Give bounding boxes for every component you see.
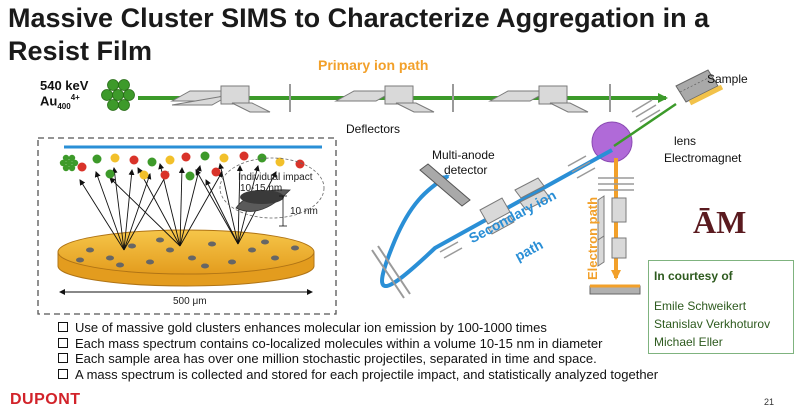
texas-am-logo-text: ĀM xyxy=(693,204,747,240)
credits-box: In courtesy of Emile Schweikert Stanisla… xyxy=(648,260,794,354)
primary-ion-path-label: Primary ion path xyxy=(318,57,429,73)
depth-label: 10 nm xyxy=(290,206,318,217)
texas-am-logo xyxy=(692,216,742,242)
bullet-item: A mass spectrum is collected and stored … xyxy=(58,367,658,383)
slide-title: Massive Cluster SIMS to Characterize Agg… xyxy=(8,3,710,66)
credits-heading: In courtesy of xyxy=(654,269,733,283)
apertures xyxy=(289,84,611,112)
credit-name: Stanislav Verkhoturov xyxy=(654,317,771,331)
bullet-text: Use of massive gold clusters enhances mo… xyxy=(75,320,547,335)
sample-to-magnet-line xyxy=(613,102,677,148)
reflectron-mirror xyxy=(371,245,411,299)
secondary-emission-rays xyxy=(79,163,277,251)
checkbox-bullet-icon xyxy=(58,353,68,363)
secondary-ion-path-arrow xyxy=(380,148,613,288)
bullet-item: Each sample area has over one million st… xyxy=(58,351,658,367)
multi-anode-label-line1: Multi-anode xyxy=(432,148,495,162)
source-species-subscript: 400 xyxy=(57,101,71,111)
source-species-superscript: 4+ xyxy=(70,93,80,102)
electromagnet-icon xyxy=(591,121,633,163)
impact-diameter-label: 10-15 nm xyxy=(240,183,283,194)
dupont-logo: DUPONT xyxy=(10,391,81,409)
credit-name: Michael Eller xyxy=(654,335,723,349)
credit-name: Emile Schweikert xyxy=(654,299,747,313)
bullet-text: A mass spectrum is collected and stored … xyxy=(75,366,659,382)
sample-label: Sample xyxy=(707,72,748,86)
source-species: Au4004+ xyxy=(40,93,80,111)
dupont-logo-text: DUPONT xyxy=(10,391,81,408)
checkbox-bullet-icon xyxy=(58,337,68,348)
electron-path-apertures xyxy=(598,177,634,191)
electromagnet-label: Electromagnet xyxy=(664,151,742,165)
checkbox-bullet-icon xyxy=(58,368,68,379)
multi-anode-detector xyxy=(419,163,471,207)
deflectors-primary xyxy=(170,85,589,113)
deflectors-secondary xyxy=(479,177,551,235)
lens-label: lens xyxy=(674,134,697,148)
bullet-text: Each sample area has over one million st… xyxy=(75,351,597,366)
checkbox-bullet-icon xyxy=(58,322,68,332)
electron-path-plates xyxy=(597,195,627,267)
emitted-ions xyxy=(77,151,305,181)
inset-cluster-icon xyxy=(59,154,79,172)
electron-path-label: Electron path xyxy=(585,196,600,280)
gold-cluster-icon xyxy=(101,79,135,111)
substrate-disk xyxy=(57,229,315,287)
source-species-symbol: Au xyxy=(40,93,58,109)
sample xyxy=(675,69,724,106)
page-number: 21 xyxy=(764,397,775,407)
bullet-item: Use of massive gold clusters enhances mo… xyxy=(58,320,658,336)
multi-anode-label-line2: detector xyxy=(444,163,488,177)
individual-impact-label: Individual impact xyxy=(238,172,313,183)
source-energy: 540 keV xyxy=(40,78,89,93)
bullet-list: Use of massive gold clusters enhances mo… xyxy=(58,320,658,382)
electron-detector xyxy=(589,284,641,295)
secondary-apertures xyxy=(439,155,596,259)
lens-plates xyxy=(631,99,661,123)
impact-crater xyxy=(219,157,325,227)
deflectors-label: Deflectors xyxy=(346,122,401,136)
bullet-text: Each mass spectrum contains co-localized… xyxy=(75,335,603,351)
width-label: 500 μm xyxy=(173,296,207,307)
bullet-item: Each mass spectrum contains co-localized… xyxy=(58,336,658,352)
